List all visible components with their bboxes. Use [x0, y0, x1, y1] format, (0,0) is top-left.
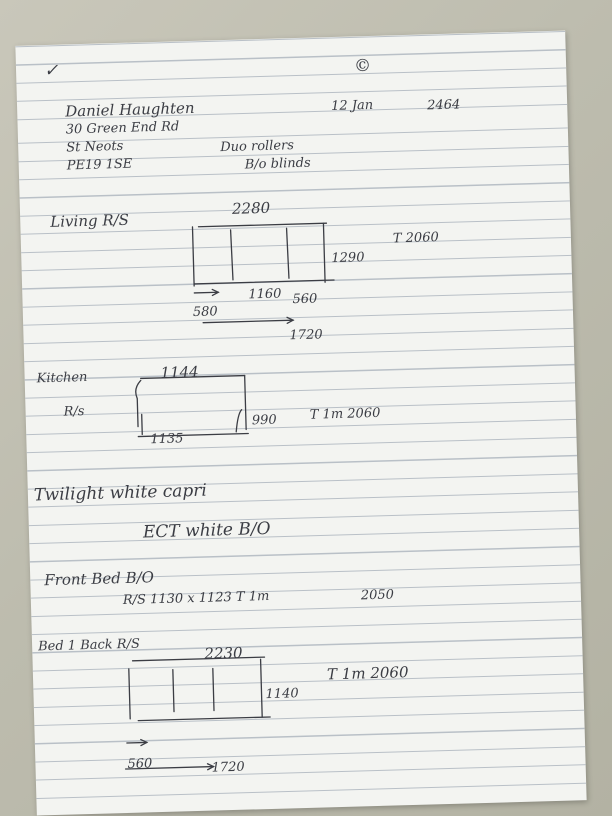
window-sketches — [124, 222, 335, 771]
handwritten-page: ✓ © 12 Jan 2464 Daniel Haughten 30 Green… — [15, 30, 587, 816]
kitchen-window-sketch — [135, 374, 249, 438]
bed1-back-window-sketch — [124, 656, 271, 771]
living-window-sketch — [191, 222, 335, 324]
